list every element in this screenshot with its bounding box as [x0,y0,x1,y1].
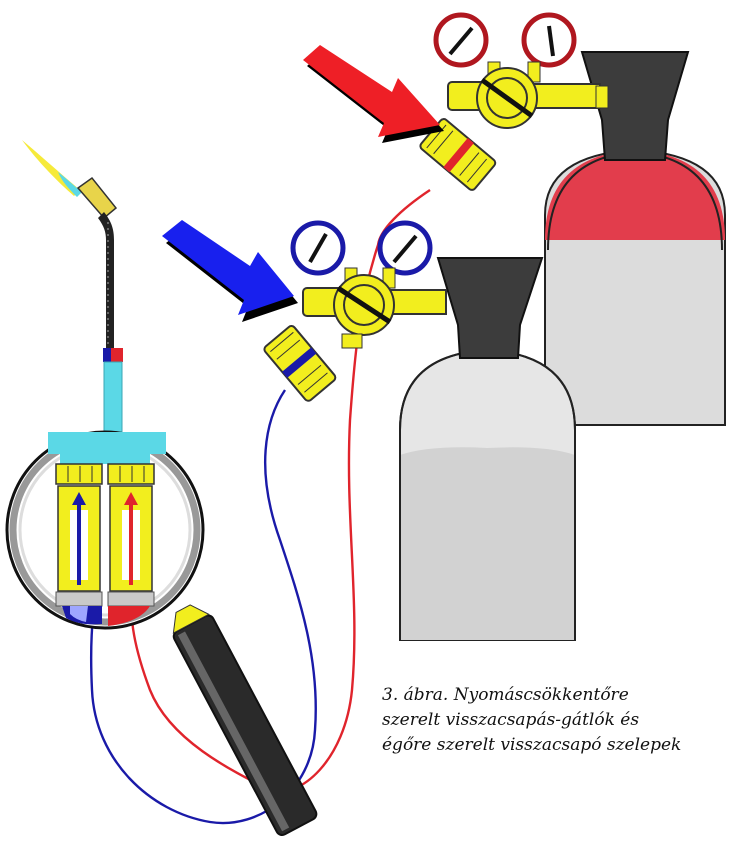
pressure-gauge-icon [380,223,430,273]
pressure-gauge-icon [436,15,486,65]
caption-line-3: égőre szerelt visszacsapó szelepek [382,733,747,758]
flame-icon [22,140,82,197]
magnifier-handle [164,598,319,837]
pressure-gauge-icon [293,223,343,273]
pressure-gauge-icon [524,15,574,65]
fuel-gas-arrow-icon [303,45,444,143]
oxygen-arrow-icon [162,220,298,322]
caption-line-2: szerelt visszacsapás-gátlók és [382,708,747,733]
caption-line-1: 3. ábra. Nyomáscsökkentőre [382,683,747,708]
figure-caption: 3. ábra. Nyomáscsökkentőre szerelt vissz… [382,683,747,758]
welding-torch [22,140,123,432]
magnifier-icon [7,432,318,837]
